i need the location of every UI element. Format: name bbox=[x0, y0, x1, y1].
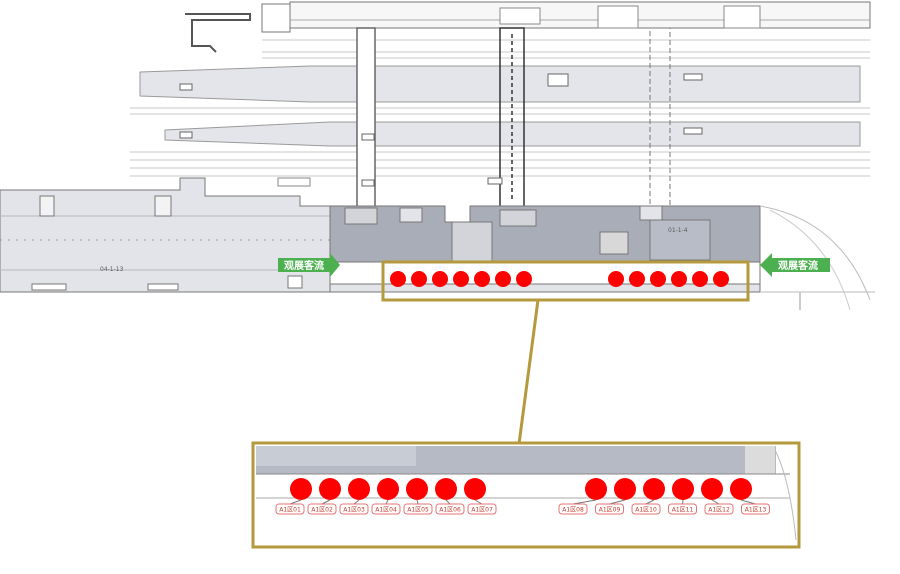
zone-tag-box bbox=[704, 503, 734, 515]
top-marker bbox=[650, 271, 666, 287]
zone-tag-box bbox=[403, 503, 433, 515]
zoom-marker bbox=[701, 478, 723, 500]
zoom-marker bbox=[406, 478, 428, 500]
top-marker bbox=[671, 271, 687, 287]
zone-tag-box bbox=[558, 503, 588, 515]
zone-tag-label: A1区03 bbox=[343, 507, 365, 514]
tag-leader-line bbox=[445, 499, 451, 505]
zone-tag-box bbox=[307, 503, 337, 515]
top-marker bbox=[629, 271, 645, 287]
tag-leader-line bbox=[609, 499, 626, 505]
zone-tag-label: A1区09 bbox=[599, 507, 621, 514]
zone-tag-box bbox=[275, 503, 305, 515]
zone-tag-label: A1区02 bbox=[311, 507, 333, 514]
zone-tag-label: A1区07 bbox=[471, 507, 493, 514]
top-marker bbox=[390, 271, 406, 287]
zone-tag-box bbox=[371, 503, 401, 515]
zone-tag-label: A1区08 bbox=[562, 507, 584, 514]
tag-leader-line bbox=[321, 499, 331, 505]
zoom-marker bbox=[348, 478, 370, 500]
zoom-tag-group: A1区01 A1区02 A1区03 A1区04 A1区05 A1区06 A1区07 A1区08… bbox=[275, 499, 770, 515]
zone-tag-box bbox=[467, 503, 497, 515]
zone-tag-label: A1区01 bbox=[279, 507, 301, 514]
tag-leader-line bbox=[572, 499, 597, 505]
concourse-level bbox=[0, 177, 875, 311]
zone-tag-box bbox=[668, 503, 697, 515]
top-marker bbox=[474, 271, 490, 287]
zone-tag-box bbox=[435, 503, 465, 515]
zone-tag-label: A1区06 bbox=[439, 507, 461, 514]
top-marker bbox=[608, 271, 624, 287]
zone-tag-label: A1区10 bbox=[635, 507, 657, 514]
zoom-marker bbox=[672, 478, 694, 500]
tag-leader-line bbox=[385, 499, 389, 505]
zoom-marker bbox=[377, 478, 399, 500]
top-marker bbox=[692, 271, 708, 287]
top-marker bbox=[432, 271, 448, 287]
tag-leader-line bbox=[682, 499, 684, 505]
tag-leader-line bbox=[416, 499, 419, 505]
tag-leader-line bbox=[740, 499, 756, 505]
zone-tag-box bbox=[595, 503, 624, 515]
zone-tag-label: A1区12 bbox=[708, 507, 730, 514]
top-marker-group bbox=[390, 271, 729, 287]
flow-arrow-left: 观展客流 bbox=[278, 253, 340, 277]
tag-leader-line bbox=[289, 499, 302, 505]
top-marker bbox=[453, 271, 469, 287]
zoom-marker bbox=[464, 478, 486, 500]
zone-tag-label: A1区13 bbox=[745, 507, 767, 514]
zoom-marker bbox=[290, 478, 312, 500]
zone-label-east: 01-1-4 bbox=[668, 227, 688, 234]
top-marker bbox=[411, 271, 427, 287]
zone-tag-box bbox=[631, 503, 661, 515]
tag-leader-line bbox=[645, 499, 655, 505]
zone-label-west: 04-1-13 bbox=[100, 266, 124, 273]
zoom-marker bbox=[643, 478, 665, 500]
top-marker bbox=[495, 271, 511, 287]
tag-leader-line bbox=[353, 499, 360, 505]
zone-tag-label: A1区05 bbox=[407, 507, 429, 514]
zone-tag-box bbox=[741, 503, 770, 515]
zoom-connector-line bbox=[517, 299, 540, 445]
zoom-marker bbox=[319, 478, 341, 500]
flow-label-right: 观展客流 bbox=[778, 259, 818, 272]
tag-leader-line bbox=[711, 499, 720, 505]
zoom-marker bbox=[435, 478, 457, 500]
zoom-marker bbox=[730, 478, 752, 500]
zoom-marker bbox=[585, 478, 607, 500]
zone-tag-label: A1区04 bbox=[375, 507, 397, 514]
highlight-frame-top bbox=[381, 260, 750, 302]
flow-arrow-right: 观展客流 bbox=[760, 253, 830, 277]
top-marker bbox=[713, 271, 729, 287]
top-marker bbox=[516, 271, 532, 287]
flow-label-left: 观展客流 bbox=[284, 259, 324, 272]
upper-platform-structure bbox=[130, 1, 871, 209]
zone-tag-label: A1区11 bbox=[672, 507, 694, 514]
zone-tag-box bbox=[339, 503, 369, 515]
tag-leader-line bbox=[474, 499, 483, 505]
zoom-marker bbox=[614, 478, 636, 500]
zoom-marker-group bbox=[290, 478, 752, 500]
